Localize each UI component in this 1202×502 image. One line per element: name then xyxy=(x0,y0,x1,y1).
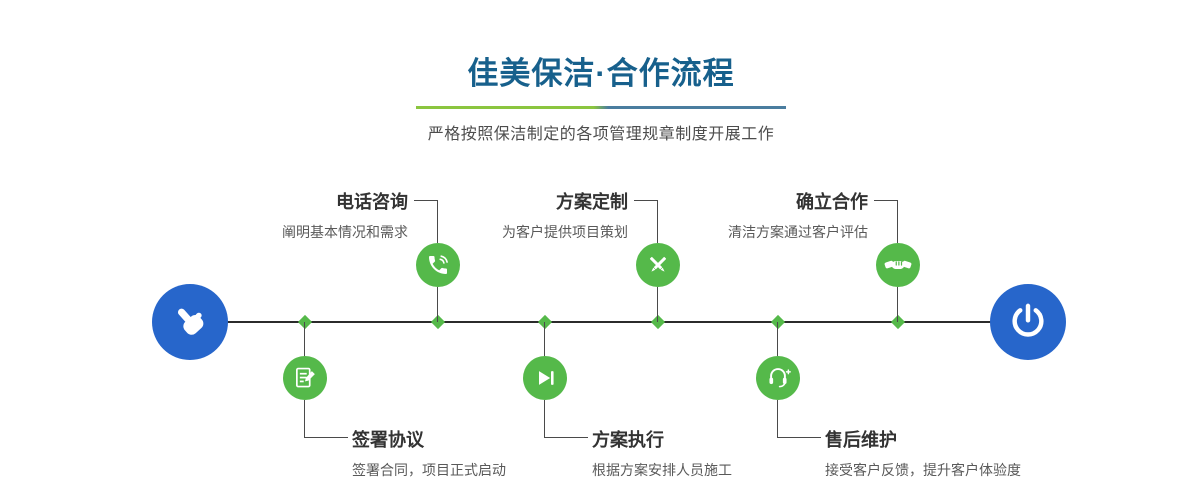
timeline-diamond xyxy=(297,314,313,330)
step-desc: 阐明基本情况和需求 xyxy=(282,224,408,240)
end-node xyxy=(990,284,1066,360)
power-icon xyxy=(1008,302,1048,342)
connector-line xyxy=(545,437,588,438)
step-plan-custom: 方案定制 为客户提供项目策划 xyxy=(418,188,628,242)
connector-line xyxy=(897,287,898,322)
pointing-hand-icon xyxy=(168,300,212,344)
step-desc: 为客户提供项目策划 xyxy=(502,224,628,240)
handshake-icon xyxy=(884,251,912,279)
connector-line xyxy=(778,437,821,438)
step-plan-execute: 方案执行 根据方案安排人员施工 xyxy=(592,426,872,480)
play-execute-icon xyxy=(533,366,557,390)
step-phone-consult: 电话咨询 阐明基本情况和需求 xyxy=(198,188,408,242)
timeline-diamond xyxy=(430,314,446,330)
node-establish-coop xyxy=(876,243,920,287)
timeline-line xyxy=(190,321,1030,323)
page-title: 佳美保洁·合作流程 xyxy=(467,56,735,91)
step-title: 方案执行 xyxy=(592,430,664,450)
step-title: 方案定制 xyxy=(556,192,628,212)
connector-line xyxy=(544,322,545,356)
connector-line xyxy=(304,400,305,438)
connector-line xyxy=(437,200,438,243)
connector-line xyxy=(544,400,545,438)
step-desc: 签署合同，项目正式启动 xyxy=(352,462,506,478)
step-title: 电话咨询 xyxy=(336,192,408,212)
timeline-diamond xyxy=(890,314,906,330)
connector-line xyxy=(634,200,658,201)
connector-line xyxy=(657,200,658,243)
connector-line xyxy=(874,200,898,201)
timeline-diamond xyxy=(537,314,553,330)
step-title: 签署协议 xyxy=(352,430,424,450)
connector-line xyxy=(304,322,305,356)
timeline-diamond xyxy=(650,314,666,330)
connector-line xyxy=(657,287,658,322)
title-underline xyxy=(416,106,786,109)
node-sign-agreement xyxy=(283,356,327,400)
connector-line xyxy=(437,287,438,322)
step-sign-agreement: 签署协议 签署合同，项目正式启动 xyxy=(352,426,632,480)
node-plan-execute xyxy=(523,356,567,400)
headset-service-icon xyxy=(765,365,791,391)
connector-line xyxy=(305,437,348,438)
step-title: 售后维护 xyxy=(825,430,897,450)
sign-document-icon xyxy=(293,366,317,390)
connector-line xyxy=(414,200,438,201)
step-desc: 根据方案安排人员施工 xyxy=(592,462,732,478)
timeline-diamond xyxy=(770,314,786,330)
connector-line xyxy=(777,400,778,438)
step-desc: 清洁方案通过客户评估 xyxy=(728,224,868,240)
section-header: 佳美保洁·合作流程 严格按照保洁制定的各项管理规章制度开展工作 xyxy=(0,0,1202,144)
connector-line xyxy=(777,322,778,356)
phone-icon xyxy=(426,253,450,277)
node-plan-custom xyxy=(636,243,680,287)
node-phone-consult xyxy=(416,243,460,287)
node-after-sales xyxy=(756,356,800,400)
connector-line xyxy=(897,200,898,243)
design-pencil-icon xyxy=(645,252,671,278)
step-establish-coop: 确立合作 清洁方案通过客户评估 xyxy=(658,188,868,242)
step-desc: 接受客户反馈，提升客户体验度 xyxy=(825,462,1021,478)
start-node xyxy=(152,284,228,360)
page-subtitle: 严格按照保洁制定的各项管理规章制度开展工作 xyxy=(427,126,775,143)
step-title: 确立合作 xyxy=(796,192,868,212)
step-after-sales: 售后维护 接受客户反馈，提升客户体验度 xyxy=(825,426,1105,480)
